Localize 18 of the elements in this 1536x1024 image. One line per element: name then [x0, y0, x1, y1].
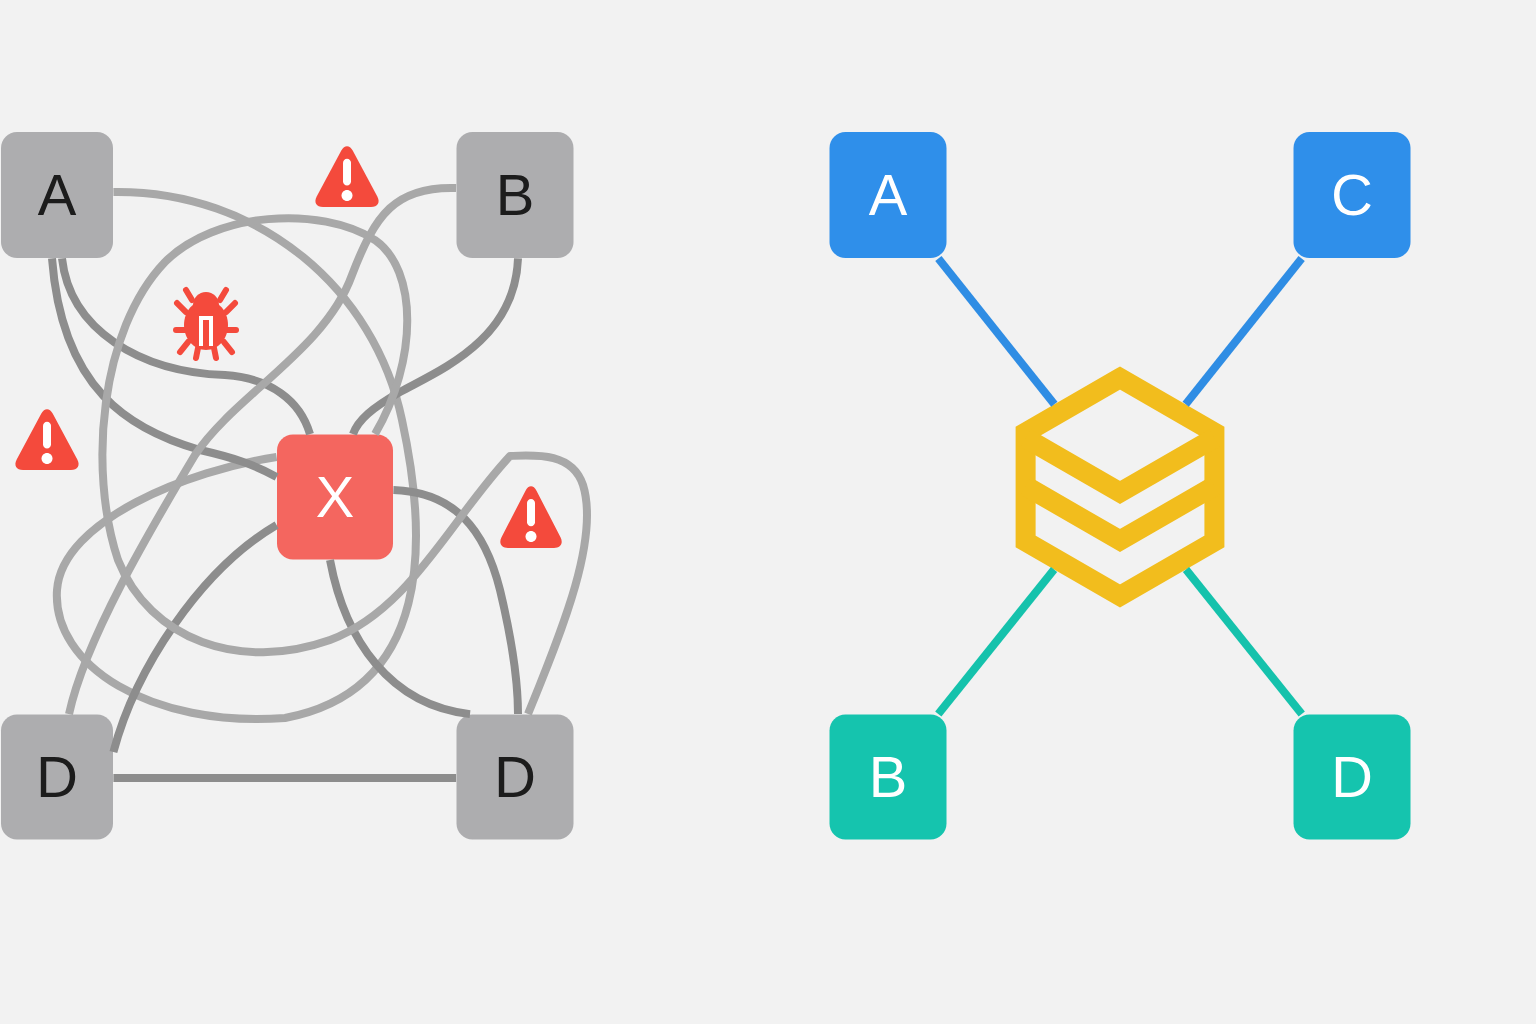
connector-line	[349, 257, 522, 436]
connector-line	[935, 255, 1058, 407]
node-box: X	[277, 434, 393, 560]
connector-line	[1182, 255, 1305, 407]
connector-line	[1182, 567, 1305, 717]
node-box: D	[456, 714, 574, 840]
connector-line	[935, 566, 1058, 717]
node-box: B	[829, 714, 947, 840]
connector-line	[48, 257, 279, 481]
node-box: D	[1, 714, 113, 840]
node-box: C	[1293, 132, 1411, 258]
connector-line	[98, 214, 591, 716]
connector-line	[109, 521, 279, 754]
node-box: A	[829, 132, 947, 258]
node-box: B	[456, 132, 574, 258]
node-box: D	[1293, 714, 1411, 840]
connector-line	[58, 257, 314, 436]
node-box: A	[1, 132, 113, 258]
